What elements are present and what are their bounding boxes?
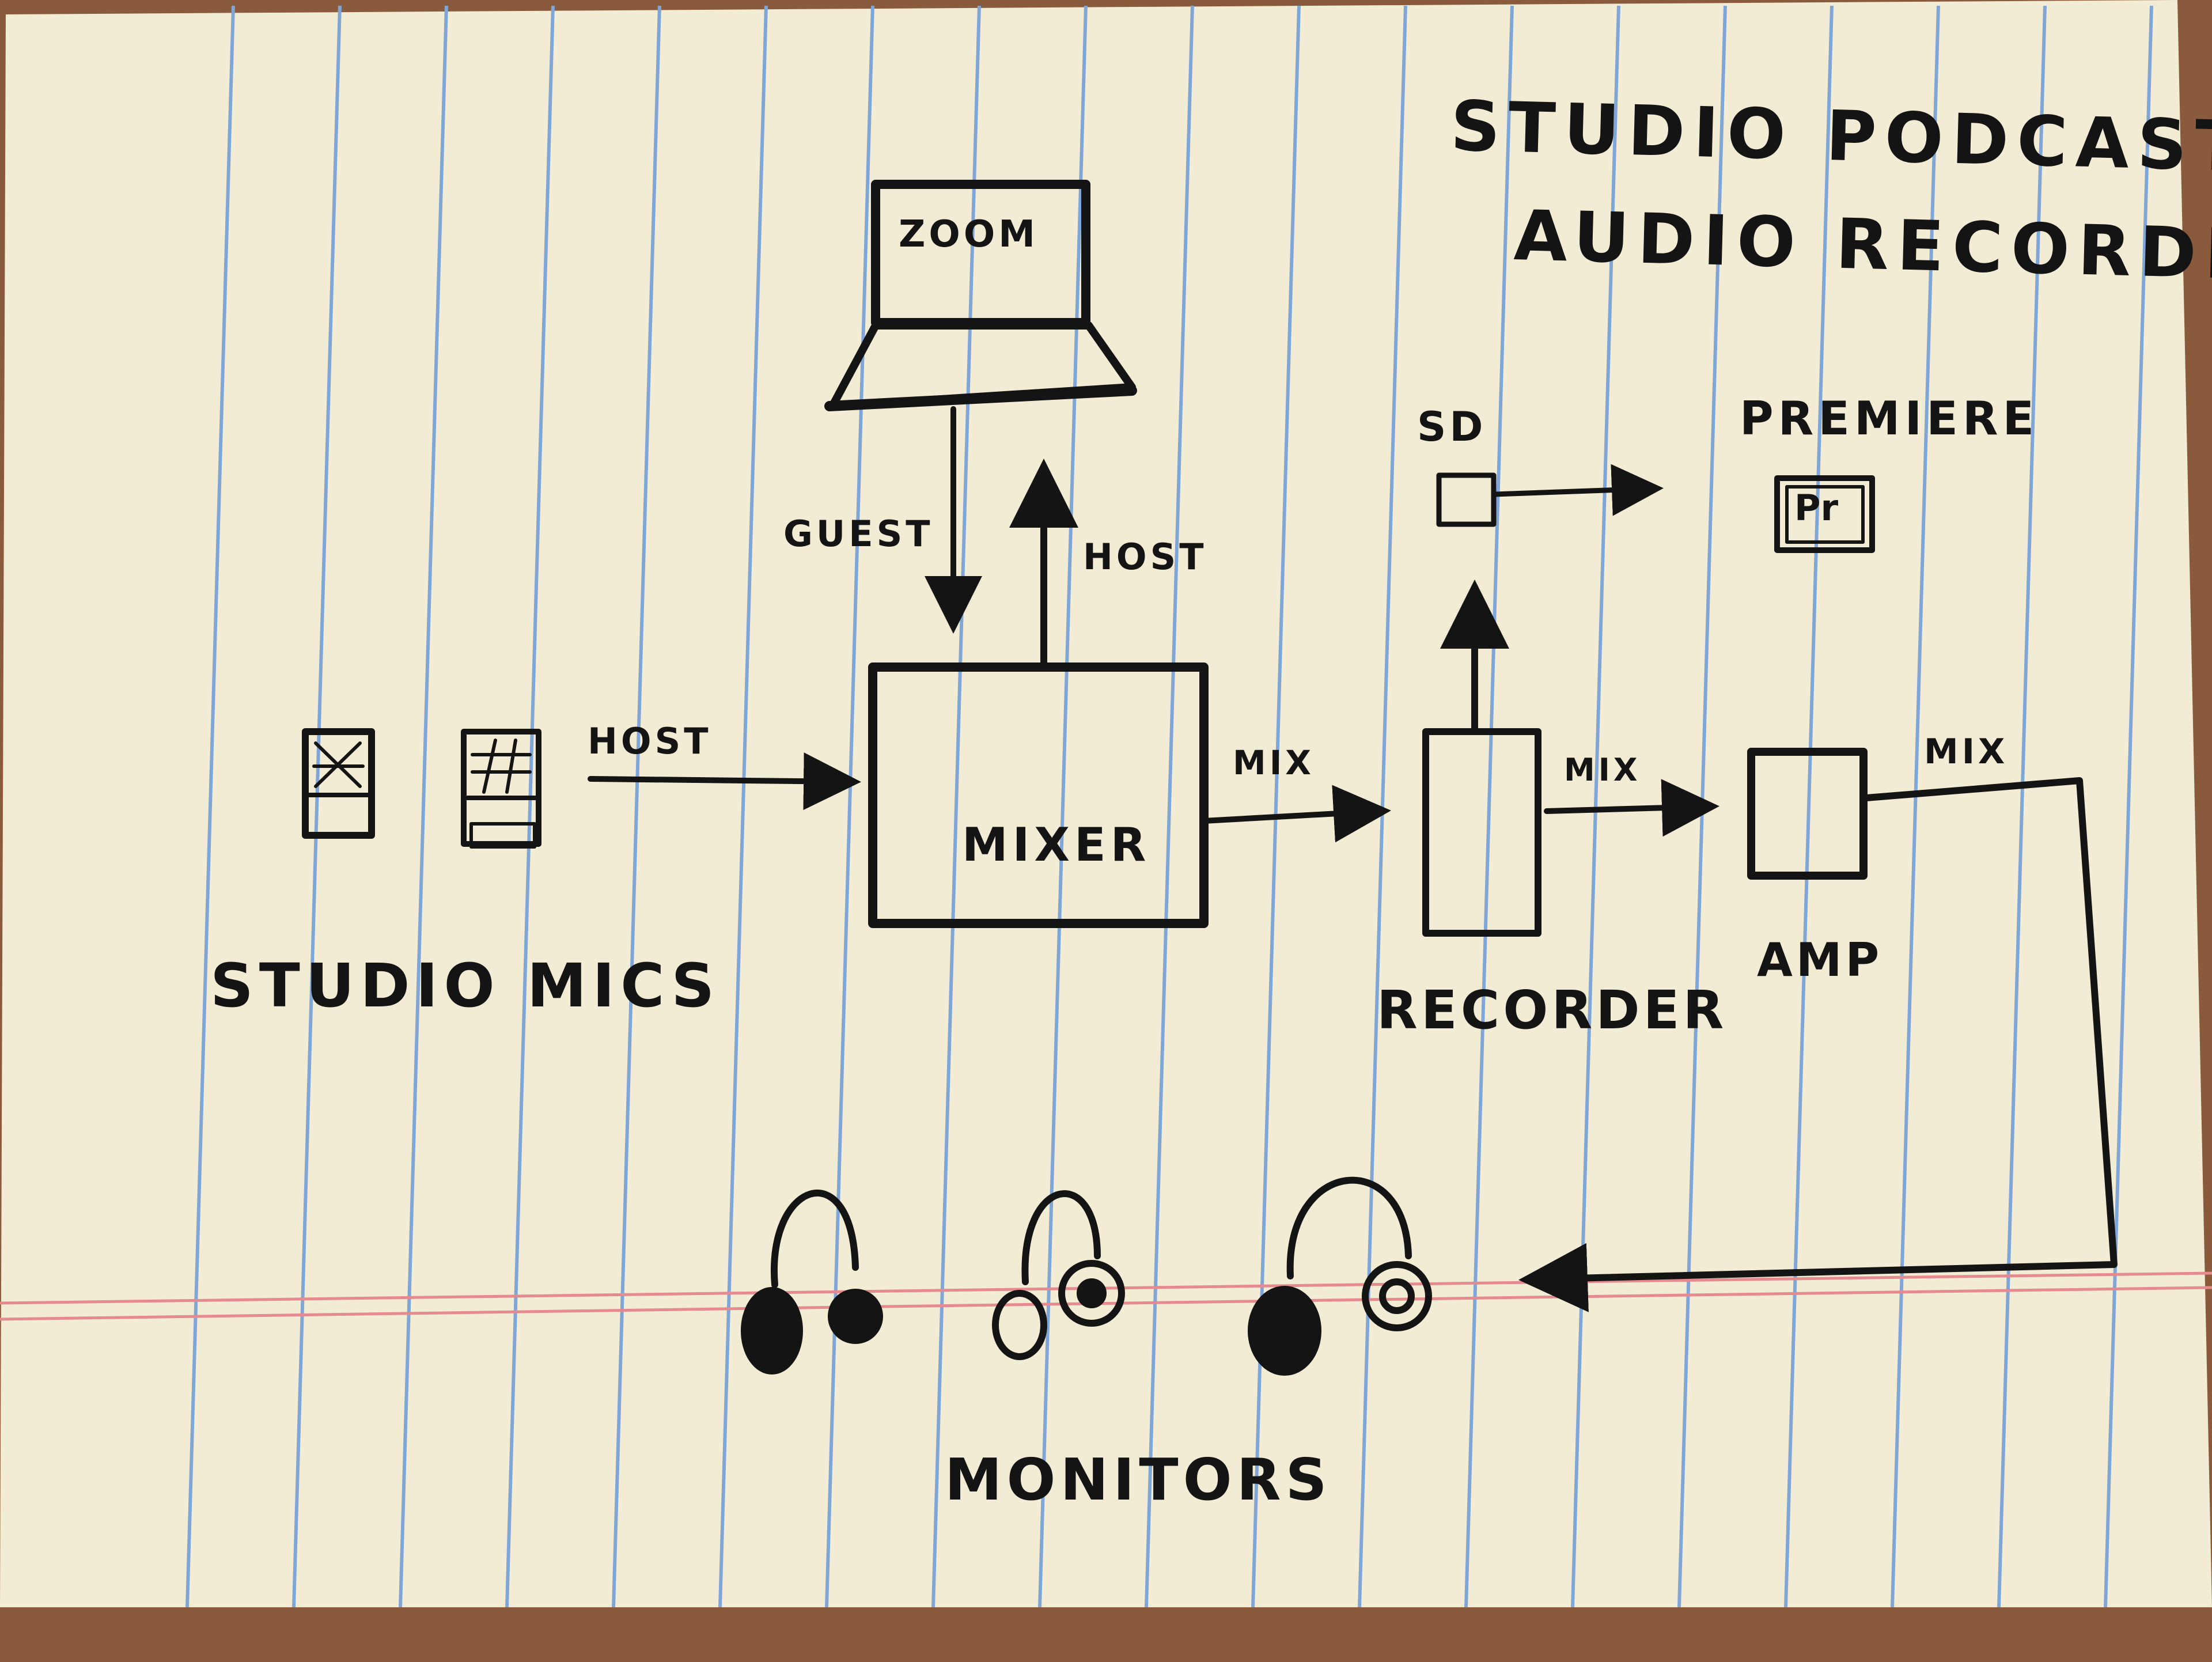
blue-rule-line bbox=[185, 5, 235, 1608]
sd-label: SD bbox=[1417, 403, 1487, 450]
recorder-to-amp-arrow bbox=[1544, 779, 1719, 837]
recorder-box bbox=[1422, 728, 1541, 937]
mixer-label: MIXER bbox=[962, 818, 1151, 872]
recorder-mix-edge-label: MIX bbox=[1564, 752, 1641, 788]
sd-card-icon bbox=[1436, 472, 1497, 527]
sd-to-premiere-arrow bbox=[1492, 464, 1664, 516]
headphones-icon bbox=[741, 1190, 883, 1375]
paper-sheet bbox=[0, 0, 2212, 1607]
blue-rule-line bbox=[1571, 5, 1620, 1608]
mixer-box bbox=[868, 662, 1209, 928]
mixer-mix-edge-label: MIX bbox=[1233, 743, 1315, 782]
studio-mic-icon bbox=[461, 729, 541, 849]
studio-mics-label: STUDIO MICS bbox=[210, 951, 721, 1021]
zoom-label: ZOOM bbox=[899, 213, 1039, 256]
monitors-arrowhead bbox=[1518, 1243, 1589, 1312]
mixer-to-recorder-arrow bbox=[1201, 785, 1391, 843]
blue-rule-line bbox=[505, 5, 555, 1608]
blue-rule-line bbox=[1038, 5, 1088, 1608]
blue-rule-line bbox=[2104, 5, 2153, 1608]
monitors-label: MONITORS bbox=[945, 1446, 1332, 1513]
blue-rule-line bbox=[718, 5, 768, 1608]
mics-to-mixer-arrow bbox=[588, 752, 861, 811]
blue-rule-line bbox=[1145, 5, 1194, 1608]
headphones-icon bbox=[1248, 1176, 1432, 1376]
amp-mix-edge-label: MIX bbox=[1924, 732, 2009, 772]
guest-edge-label: GUEST bbox=[783, 513, 934, 555]
blue-rule-line bbox=[1997, 5, 2047, 1608]
amp-to-monitors-line bbox=[1546, 777, 2118, 1282]
blue-rule-line bbox=[399, 5, 448, 1608]
blue-rule-line bbox=[612, 5, 661, 1608]
studio-mic-icon bbox=[302, 728, 375, 839]
host-up-edge-label: HOST bbox=[1083, 536, 1207, 578]
blue-rule-line bbox=[931, 5, 981, 1608]
amp-box bbox=[1747, 748, 1868, 880]
recorder-label: RECORDER bbox=[1377, 979, 1728, 1041]
mics-host-edge-label: HOST bbox=[588, 720, 712, 762]
premiere-label: PREMIERE bbox=[1740, 392, 2039, 445]
blue-rule-line bbox=[1464, 5, 1514, 1608]
blue-rule-line bbox=[1891, 5, 1940, 1608]
blue-rule-line bbox=[292, 5, 342, 1608]
zoom-laptop-icon bbox=[824, 180, 1137, 411]
amp-label: AMP bbox=[1757, 933, 1883, 987]
headphones-icon bbox=[992, 1190, 1125, 1360]
blue-rule-line bbox=[1784, 5, 1834, 1608]
premiere-logo-text: Pr bbox=[1794, 487, 1839, 529]
red-margin-lines bbox=[0, 1271, 2212, 1321]
premiere-pro-icon bbox=[1774, 475, 1875, 553]
